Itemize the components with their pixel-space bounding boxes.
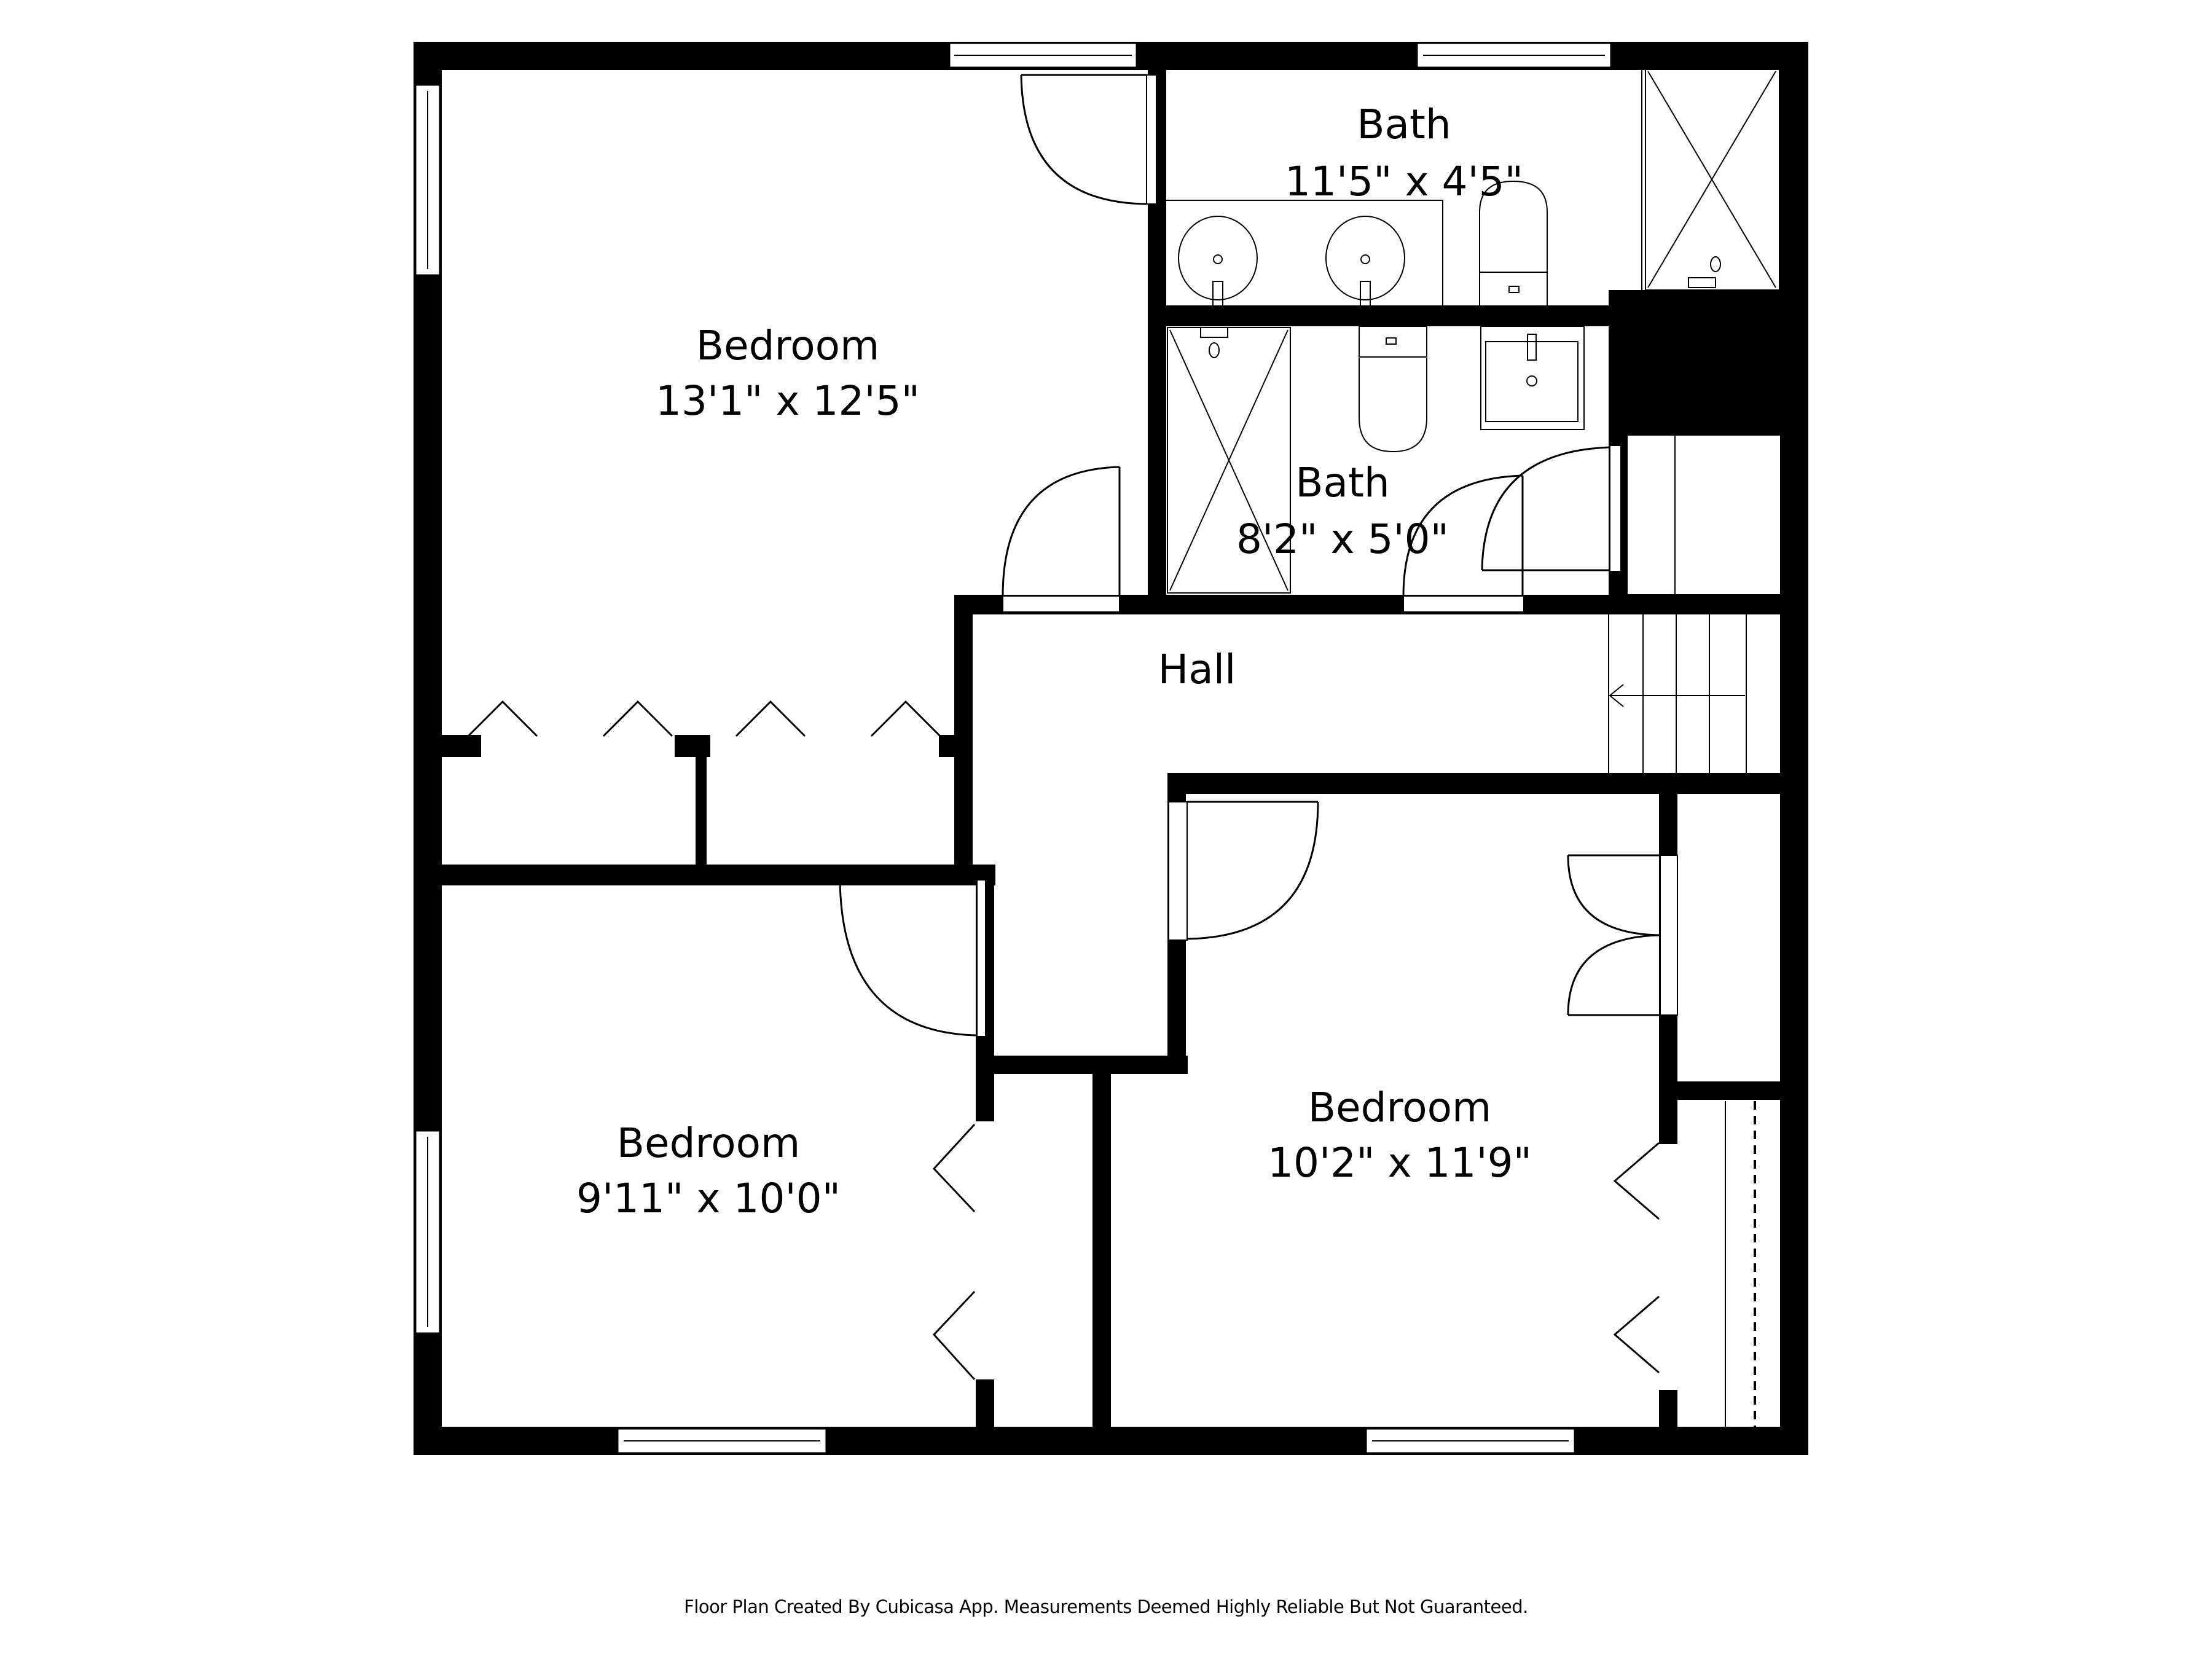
room-dimensions-bedroom2: 9'11" x 10'0" xyxy=(576,1175,841,1222)
room-name-bedroom2: Bedroom xyxy=(617,1120,801,1167)
double-vanity xyxy=(1166,200,1443,307)
room-name-bedroom1: Bedroom xyxy=(696,322,880,369)
shower-bath2 xyxy=(1167,327,1291,594)
window-bottom-bedroom3 xyxy=(1365,1427,1576,1454)
doors xyxy=(467,74,1678,1381)
door-bedroom2-bifold-closet xyxy=(932,1123,976,1381)
room-dimensions-bedroom3: 10'2" x 11'9" xyxy=(1268,1139,1532,1186)
door-bedroom3-bifold-closet xyxy=(1613,1142,1660,1374)
staircase xyxy=(1608,614,1747,773)
window-top-bath1 xyxy=(1416,42,1612,69)
toilet-bath2 xyxy=(1359,326,1427,453)
room-dimensions-bath1: 11'5" x 4'5" xyxy=(1285,158,1523,205)
interior-walls xyxy=(430,61,1790,1435)
room-name-bath2: Bath xyxy=(1295,459,1389,506)
room-name-hall: Hall xyxy=(1158,646,1236,693)
room-name-bedroom3: Bedroom xyxy=(1308,1084,1492,1131)
windows xyxy=(414,42,1612,1454)
sink-bath2 xyxy=(1480,326,1585,430)
window-bottom-bedroom2 xyxy=(616,1427,828,1454)
room-labels: Bedroom 13'1" x 12'5" Bath 11'5" x 4'5" … xyxy=(576,101,1532,1222)
window-left-bedroom1 xyxy=(414,84,441,276)
door-bedroom1-bifold-closet xyxy=(467,700,941,737)
fixtures xyxy=(1166,68,1781,1427)
door-bath2-hall xyxy=(1402,474,1524,613)
closet-rod-bedroom3 xyxy=(1725,1101,1756,1427)
window-left-bedroom2 xyxy=(414,1129,441,1335)
shower-bath1 xyxy=(1641,68,1780,291)
door-bath2-closet xyxy=(1481,445,1622,572)
disclaimer-footer: Floor Plan Created By Cubicasa App. Meas… xyxy=(684,1596,1528,1617)
room-name-bath1: Bath xyxy=(1357,101,1451,148)
room-dimensions-bedroom1: 13'1" x 12'5" xyxy=(656,377,920,425)
window-top-bedroom1 xyxy=(948,42,1138,69)
door-bedroom2-hall xyxy=(839,879,986,1037)
toilet-bath1 xyxy=(1479,180,1548,305)
linen-closet xyxy=(1626,434,1781,595)
door-bedroom3-hall xyxy=(1168,801,1319,941)
door-bedroom1-hall xyxy=(1002,466,1121,613)
room-dimensions-bath2: 8'2" x 5'0" xyxy=(1236,516,1449,563)
door-bedroom1-bath1 xyxy=(1020,74,1157,205)
door-bedroom3-closet-double xyxy=(1567,854,1678,1016)
